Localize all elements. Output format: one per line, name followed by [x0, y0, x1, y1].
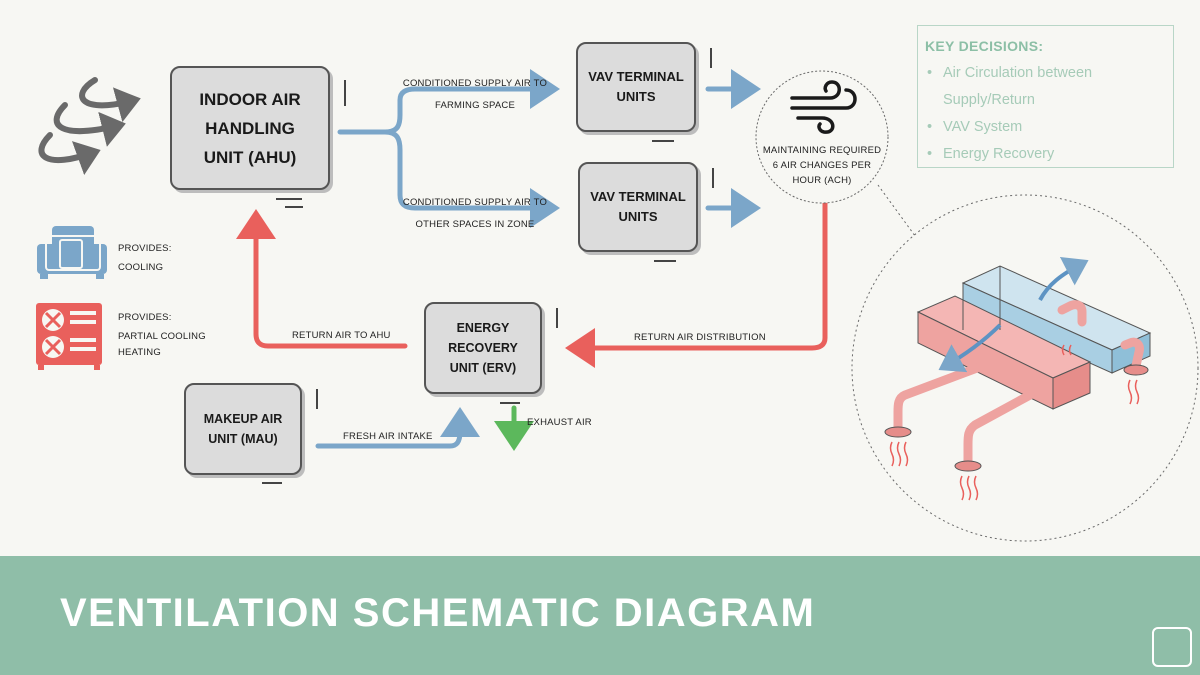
mau-label: MAKEUP AIR UNIT (MAU) [203, 412, 283, 446]
exhaust-label: EXHAUST AIR [527, 417, 592, 428]
supply-other-label: CONDITIONED SUPPLY AIR TO OTHER SPACES I… [402, 197, 548, 230]
vav-box-2: VAV TERMINAL UNITS [578, 162, 698, 252]
mau-deco [316, 389, 318, 409]
erv-label: ENERGY RECOVERY UNIT (ERV) [448, 321, 518, 375]
vav-1-label: VAV TERMINAL UNITS [588, 69, 684, 104]
supply-air-lines [315, 69, 761, 449]
supply-farming-label: CONDITIONED SUPPLY AIR TO FARMING SPACE [402, 78, 548, 111]
key-decisions-panel: KEY DECISIONS: Air Circulation between S… [917, 25, 1174, 168]
mau-deco-2 [262, 482, 282, 484]
erv-deco-2 [500, 402, 520, 404]
ahu-deco [344, 80, 346, 106]
ahu-label: INDOOR AIR HANDLING UNIT (AHU) [199, 89, 301, 167]
heating-unit-icon [36, 303, 102, 370]
schematic-canvas [36, 69, 1199, 542]
air-swirl-icon [38, 77, 141, 176]
cooling-value-label: COOLING [118, 262, 164, 273]
page-title: VENTILATION SCHEMATIC DIAGRAM [60, 591, 816, 635]
key-decisions-list: Air Circulation between Supply/Return VA… [925, 60, 1173, 168]
erv-box: ENERGY RECOVERY UNIT (ERV) [424, 302, 542, 394]
vav1-deco-2 [652, 140, 674, 142]
footer-banner: VENTILATION SCHEMATIC DIAGRAM [0, 556, 1200, 675]
logo-badge [1152, 627, 1192, 667]
wind-icon [790, 80, 857, 134]
vav2-deco-2 [654, 260, 676, 262]
erv-deco [556, 308, 558, 328]
ach-label: MAINTAINING REQUIRED 6 AIR CHANGES PER H… [762, 145, 882, 186]
key-decision-item: Air Circulation between Supply/Return [927, 60, 1143, 114]
heating-provides-label: PROVIDES: [118, 312, 172, 323]
cooling-unit-icon [37, 226, 107, 279]
fresh-intake-label: FRESH AIR INTAKE [343, 431, 433, 442]
vav1-deco [710, 48, 712, 68]
vav2-deco [712, 168, 714, 188]
duct-illustration [884, 257, 1152, 501]
vav-box-1: VAV TERMINAL UNITS [576, 42, 696, 132]
key-decision-item: VAV System [927, 114, 1173, 141]
cooling-provides-label: PROVIDES: [118, 243, 172, 254]
key-decision-item: Energy Recovery [927, 141, 1173, 168]
ahu-deco-3 [285, 206, 303, 208]
heating-value2-label: HEATING [118, 347, 161, 358]
vav-2-label: VAV TERMINAL UNITS [590, 189, 686, 224]
ahu-box: INDOOR AIR HANDLING UNIT (AHU) [170, 66, 330, 190]
return-air-lines [236, 197, 828, 368]
ahu-deco-2 [276, 198, 302, 200]
return-ahu-label: RETURN AIR TO AHU [292, 330, 391, 341]
key-decisions-title: KEY DECISIONS: [925, 38, 1044, 54]
heating-value1-label: PARTIAL COOLING [118, 331, 206, 342]
leader-line [877, 184, 919, 241]
return-distribution-label: RETURN AIR DISTRIBUTION [634, 332, 766, 343]
mau-box: MAKEUP AIR UNIT (MAU) [184, 383, 302, 475]
